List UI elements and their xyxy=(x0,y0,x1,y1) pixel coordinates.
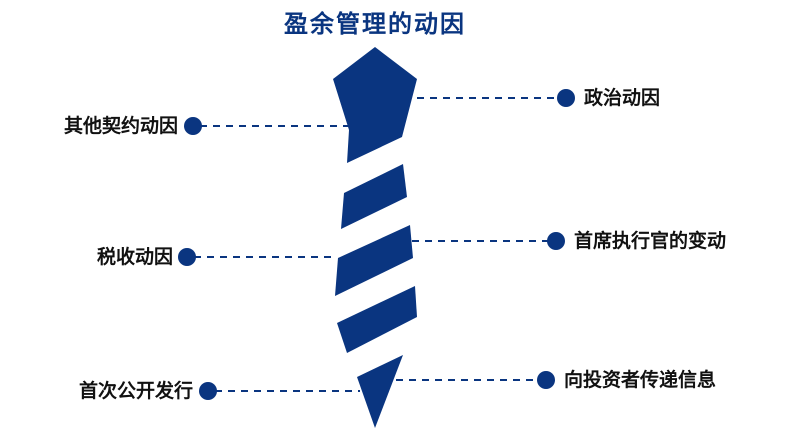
bullet-dot xyxy=(547,232,565,250)
factor-label-ceo-change: 首席执行官的变动 xyxy=(574,230,727,252)
factor-label-investor-signaling: 向投资者传递信息 xyxy=(564,369,717,391)
screw-band-2 xyxy=(335,225,413,296)
screw-head xyxy=(333,47,417,163)
factor-label-political: 政治动因 xyxy=(584,87,661,109)
screw-band-3 xyxy=(337,286,417,353)
bullet-dot xyxy=(184,117,202,135)
factor-label-other-contracts: 其他契约动因 xyxy=(63,115,178,137)
factor-label-tax: 税收动因 xyxy=(96,246,173,268)
factor-label-ipo: 首次公开发行 xyxy=(78,380,193,402)
bullet-dot xyxy=(178,248,196,266)
bullet-dot xyxy=(557,89,575,107)
screw-tip xyxy=(357,355,403,428)
bullet-dot xyxy=(537,371,555,389)
bullet-dot xyxy=(199,382,217,400)
screw-band-1 xyxy=(341,164,407,229)
diagram-title: 盈余管理的动因 xyxy=(284,10,466,38)
